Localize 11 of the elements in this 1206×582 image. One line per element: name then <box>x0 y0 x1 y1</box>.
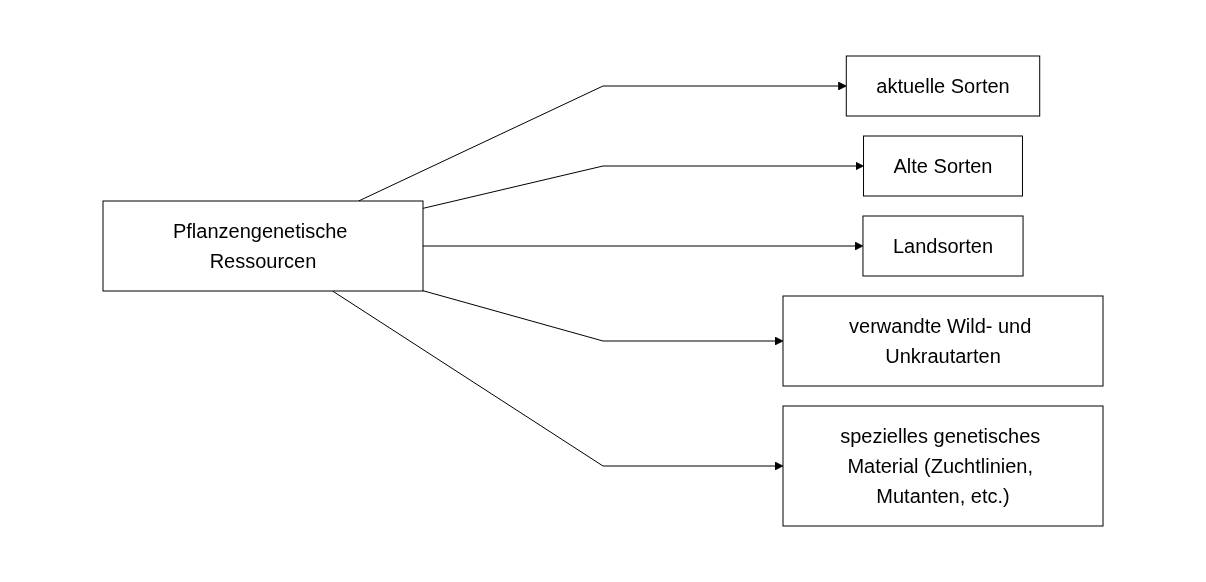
node-box: verwandte Wild- und Unkrautarten <box>782 295 1104 387</box>
arrow <box>332 290 784 471</box>
node-box: Alte Sorten <box>863 135 1023 197</box>
node-box: Pflanzengenetische Ressourcen <box>102 200 424 292</box>
node-box: aktuelle Sorten <box>845 55 1041 117</box>
arrow <box>422 161 864 209</box>
arrow <box>422 241 864 251</box>
node-box: spezielles genetisches Material (Zuchtlinien, Mutanten, etc.) <box>782 405 1104 527</box>
arrow <box>358 81 847 202</box>
node-box: Landsorten <box>862 215 1024 277</box>
arrow <box>422 290 784 346</box>
